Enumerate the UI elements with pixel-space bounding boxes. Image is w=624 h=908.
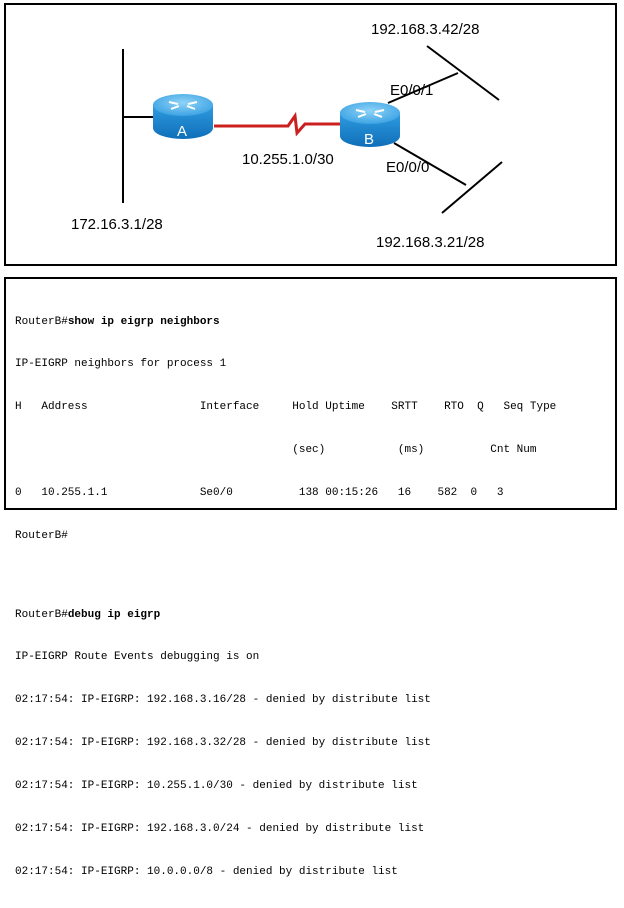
lan-b1-segment — [426, 45, 500, 101]
serial-link-label: 10.255.1.0/30 — [242, 151, 334, 168]
cli-command-line: RouterB#show ip eigrp neighbors — [15, 315, 615, 329]
lan-b2-segment — [441, 161, 503, 214]
lan-b1-label: 192.168.3.42/28 — [371, 21, 479, 38]
debug-log-line: 02:17:54: IP-EIGRP: 192.168.3.32/28 - de… — [15, 737, 431, 750]
neighbor-table-subheader: (sec) (ms) Cnt Num — [15, 444, 537, 457]
serial-link — [214, 111, 340, 137]
cli-command-line: RouterB#debug ip eigrp — [15, 608, 615, 622]
cli-output-line: IP-EIGRP neighbors for process 1 — [15, 358, 227, 371]
debug-log-line: 02:17:54: IP-EIGRP: 10.255.1.0/30 - deni… — [15, 780, 418, 793]
router-a-label: A — [177, 123, 187, 140]
iface-e000-label: E0/0/0 — [386, 159, 429, 176]
neighbor-table-row: 0 10.255.1.1 Se0/0 138 00:15:26 16 582 0… — [15, 487, 504, 500]
debug-log-line: 02:17:54: IP-EIGRP: 192.168.3.0/24 - den… — [15, 822, 425, 835]
cli-output: RouterB#show ip eigrp neighbors IP-EIGRP… — [15, 286, 615, 908]
cli-command: show ip eigrp neighbors — [67, 315, 220, 328]
cli-prompt: RouterB# — [15, 608, 68, 621]
router-b-e001-link — [387, 72, 459, 104]
router-a-icon[interactable]: A — [153, 94, 213, 140]
cli-command: debug ip eigrp — [67, 608, 161, 621]
cli-prompt: RouterB# — [15, 315, 68, 328]
iface-e001-label: E0/0/1 — [390, 82, 433, 99]
cli-prompt-line: RouterB# — [15, 530, 68, 543]
topology-svg: A B 10.255.1.0/30 172.16.3.1/28 E0/0/1 E… — [71, 21, 503, 251]
neighbor-table-header: H Address Interface Hold Uptime SRTT RTO… — [15, 401, 557, 414]
cli-output-panel: RouterB#show ip eigrp neighbors IP-EIGRP… — [4, 277, 617, 878]
lan-b2-label: 192.168.3.21/28 — [376, 234, 484, 251]
cli-blank-line — [15, 572, 615, 579]
router-b-e000-link — [393, 142, 467, 186]
router-b-label: B — [364, 131, 374, 148]
network-diagram: A B 10.255.1.0/30 172.16.3.1/28 E0/0/1 E… — [4, 3, 617, 266]
debug-log-line: 02:17:54: IP-EIGRP: 10.0.0.0/8 - denied … — [15, 865, 398, 878]
router-b-icon[interactable]: B — [340, 102, 400, 148]
cli-output-line: IP-EIGRP Route Events debugging is on — [15, 651, 260, 664]
lan-a-label: 172.16.3.1/28 — [71, 216, 163, 233]
debug-log-line: 02:17:54: IP-EIGRP: 192.168.3.16/28 - de… — [15, 694, 431, 707]
